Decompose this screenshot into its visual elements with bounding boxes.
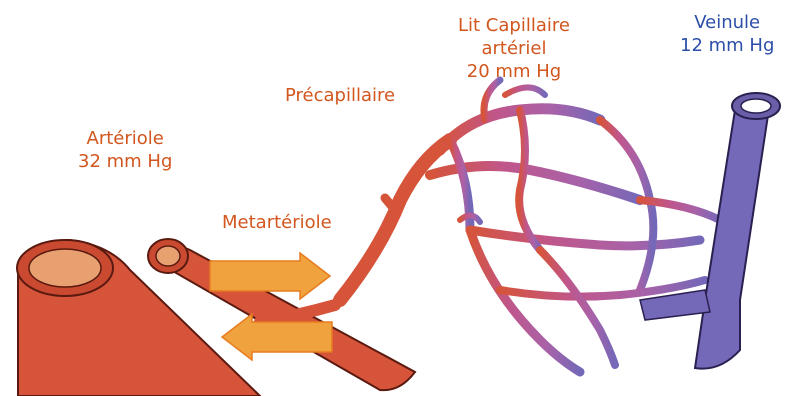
- label-arteriole: Artériole 32 mm Hg: [78, 127, 172, 173]
- label-metarteriole-name: Metartériole: [222, 211, 332, 234]
- label-precapillary-name: Précapillaire: [285, 84, 395, 107]
- capillary-network: [430, 80, 720, 372]
- label-metarteriole: Metartériole: [222, 211, 332, 234]
- label-arteriole-name: Artériole: [78, 127, 172, 150]
- label-precapillary: Précapillaire: [285, 84, 395, 107]
- label-capillary-bed-line2: artériel: [458, 37, 570, 60]
- label-venule: Veinule 12 mm Hg: [680, 11, 774, 57]
- label-arterial-capillary-bed: Lit Capillaire artériel 20 mm Hg: [458, 14, 570, 83]
- label-venule-pressure: 12 mm Hg: [680, 34, 774, 57]
- label-venule-name: Veinule: [680, 11, 774, 34]
- venule-tube: [640, 93, 780, 369]
- label-capillary-bed-pressure: 20 mm Hg: [458, 60, 570, 83]
- label-capillary-bed-line1: Lit Capillaire: [458, 14, 570, 37]
- label-arteriole-pressure: 32 mm Hg: [78, 150, 172, 173]
